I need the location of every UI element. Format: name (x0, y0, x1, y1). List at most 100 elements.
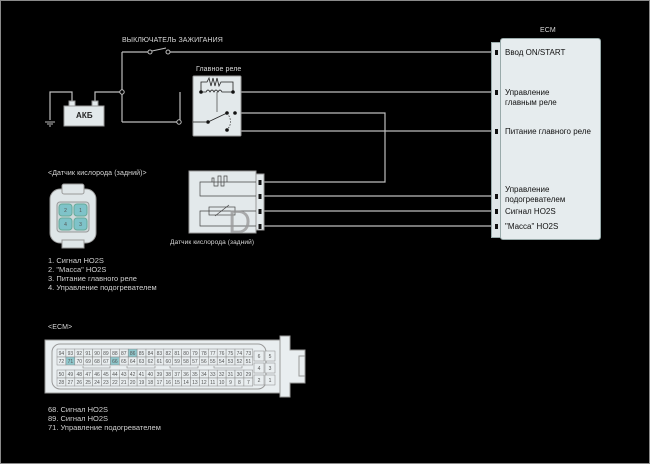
ecm-title: ECM (540, 27, 556, 34)
battery-positive-wire (94, 91, 122, 104)
ecm-pin (495, 50, 498, 55)
ecm-connector-pin-label: 36 (183, 372, 189, 378)
ecm-connector-pin-label: 65 (121, 359, 127, 365)
ecm-connector-pin-label: 20 (130, 380, 136, 386)
ecm-connector-pin-label: 29 (246, 372, 252, 378)
ecm-connector-pin-label: 46 (94, 372, 100, 378)
ecm-connector-pin-label: 52 (237, 359, 243, 365)
ecm-connector-pin-label: 23 (103, 380, 109, 386)
connector-key (82, 366, 111, 369)
ecm-connector-pin-label: 43 (121, 372, 127, 378)
battery-label: АКБ (76, 111, 93, 120)
ecm-connector-pin-label: 71 (68, 359, 74, 365)
ecm-connector-pin (264, 350, 276, 362)
ecm-connector-pin-label: 2 (258, 378, 261, 384)
ground-icon (45, 121, 55, 127)
ecm-connector-pin-label: 18 (148, 380, 154, 386)
ecm-connector-pin-label: 8 (238, 380, 241, 386)
ecm-connector-pin (253, 350, 265, 362)
ecm-connector-pin-label: 53 (228, 359, 234, 365)
ecm-connector-pin (243, 356, 254, 366)
ecm-connector-pin-label: 41 (139, 372, 145, 378)
ecm-connector-pin-label: 16 (165, 380, 171, 386)
ecm-connector-pin-label: 22 (112, 380, 118, 386)
ecm-connector-pin-label: 12 (201, 380, 207, 386)
ecm-connector-pin-label: 10 (219, 380, 225, 386)
ecm-pin-label-on-start: Ввод ON/START (505, 48, 566, 57)
connector-pin-label: 4 (64, 222, 67, 228)
ecm-connector-pin-label: 79 (192, 351, 198, 357)
ecm-connector-pin-label: 39 (157, 372, 163, 378)
ecm-connector-pin-label: 93 (68, 351, 74, 357)
connector-key (213, 366, 243, 369)
ecm-connector-pin-label: 73 (246, 351, 252, 357)
junction-dot (119, 89, 125, 95)
ecm-connector-pin-label: 19 (139, 380, 145, 386)
ecm-connector-pin-label: 58 (183, 359, 189, 365)
junction-dot (176, 119, 182, 125)
main-relay-icon (192, 75, 242, 137)
sensor-connector-title: <Датчик кислорода (задний)> (48, 170, 147, 177)
ecm-connector-pin-label: 1 (269, 378, 272, 384)
connector-key (126, 366, 156, 369)
ecm-connector-pin-label: 27 (68, 380, 74, 386)
ecm-connector-pin-label: 34 (201, 372, 207, 378)
ecm-connector-pin-label: 82 (165, 351, 171, 357)
ecm-connector-pin-label: 83 (157, 351, 163, 357)
ecm-connector-pin-label: 49 (68, 372, 74, 378)
sensor-pin-list: 1. Сигнал HO2S 2. "Масса" HO2S 3. Питани… (48, 256, 157, 292)
ecm-connector-pin-label: 67 (103, 359, 109, 365)
ecm-connector-pin-label: 91 (85, 351, 91, 357)
ecm-connector-pin-label: 26 (76, 380, 82, 386)
ecm-connector-pin-label: 89 (103, 351, 109, 357)
ecm-connector-pin-label: 42 (130, 372, 136, 378)
ecm-connector-pin-label: 59 (174, 359, 180, 365)
ecm-connector-pin-label: 94 (59, 351, 65, 357)
ecm-connector-pin (253, 362, 265, 374)
ecm-connector-pin-label: 87 (121, 351, 127, 357)
heater-power-wire (237, 112, 386, 183)
ecm-pin (495, 224, 498, 229)
ecm-connector-pin-label: 21 (121, 380, 127, 386)
ecm-connector-pin-label: 57 (192, 359, 198, 365)
ecm-connector-pin-label: 25 (85, 380, 91, 386)
sensor-pin-item: 4. Управление подогревателем (48, 283, 157, 292)
ecm-connector-pin-label: 4 (258, 366, 261, 372)
ecm-connector-pin-label: 61 (157, 359, 163, 365)
ecm-connector-pin-label: 31 (228, 372, 234, 378)
ecm-connector-pin-label: 78 (201, 351, 207, 357)
ecm-connector-pin-label: 92 (76, 351, 82, 357)
ecm-connector-pin-label: 86 (130, 351, 136, 357)
ignition-switch-label: ВЫКЛЮЧАТЕЛЬ ЗАЖИГАНИЯ (122, 37, 223, 44)
ecm-connector-pin-label: 72 (59, 359, 65, 365)
sensor-pin-item: 3. Питание главного реле (48, 274, 137, 283)
sensor-caption: Датчик кислорода (задний) (170, 239, 255, 246)
ecm-connector-pin-label: 40 (148, 372, 154, 378)
ecm-pin-item: 71. Управление подогревателем (48, 423, 161, 432)
ecm-connector-pin-label: 60 (165, 359, 171, 365)
ecm-connector-pin-label: 14 (183, 380, 189, 386)
ecm-connector-pin-label: 56 (201, 359, 207, 365)
ecm-pin-item: 68. Сигнал HO2S (48, 405, 109, 414)
ecm-connector-pin-label: 28 (59, 380, 65, 386)
ecm-connector-pin-label: 64 (130, 359, 136, 365)
sensor-pin-item: 1. Сигнал HO2S (48, 256, 104, 265)
ecm-pin (495, 90, 498, 95)
ecm-pin-label-relay-power: Питание главного реле (505, 127, 591, 136)
battery-icon (63, 105, 105, 127)
ecm-connector-pin-label: 75 (228, 351, 234, 357)
ecm-connector-pin-label: 63 (139, 359, 145, 365)
ecm-connector-pin-label: 33 (210, 372, 216, 378)
ecm-connector-pin-label: 48 (76, 372, 82, 378)
ecm-connector-pin-label: 30 (237, 372, 243, 378)
connector-pin-label: 1 (79, 208, 82, 214)
ecm-connector-pin-label: 70 (76, 359, 82, 365)
ecm-connector-pin-label: 32 (219, 372, 225, 378)
ecm-connector-pin-label: 66 (112, 359, 118, 365)
watermark: D (228, 204, 252, 240)
ecm-connector-pin-label: 55 (210, 359, 216, 365)
